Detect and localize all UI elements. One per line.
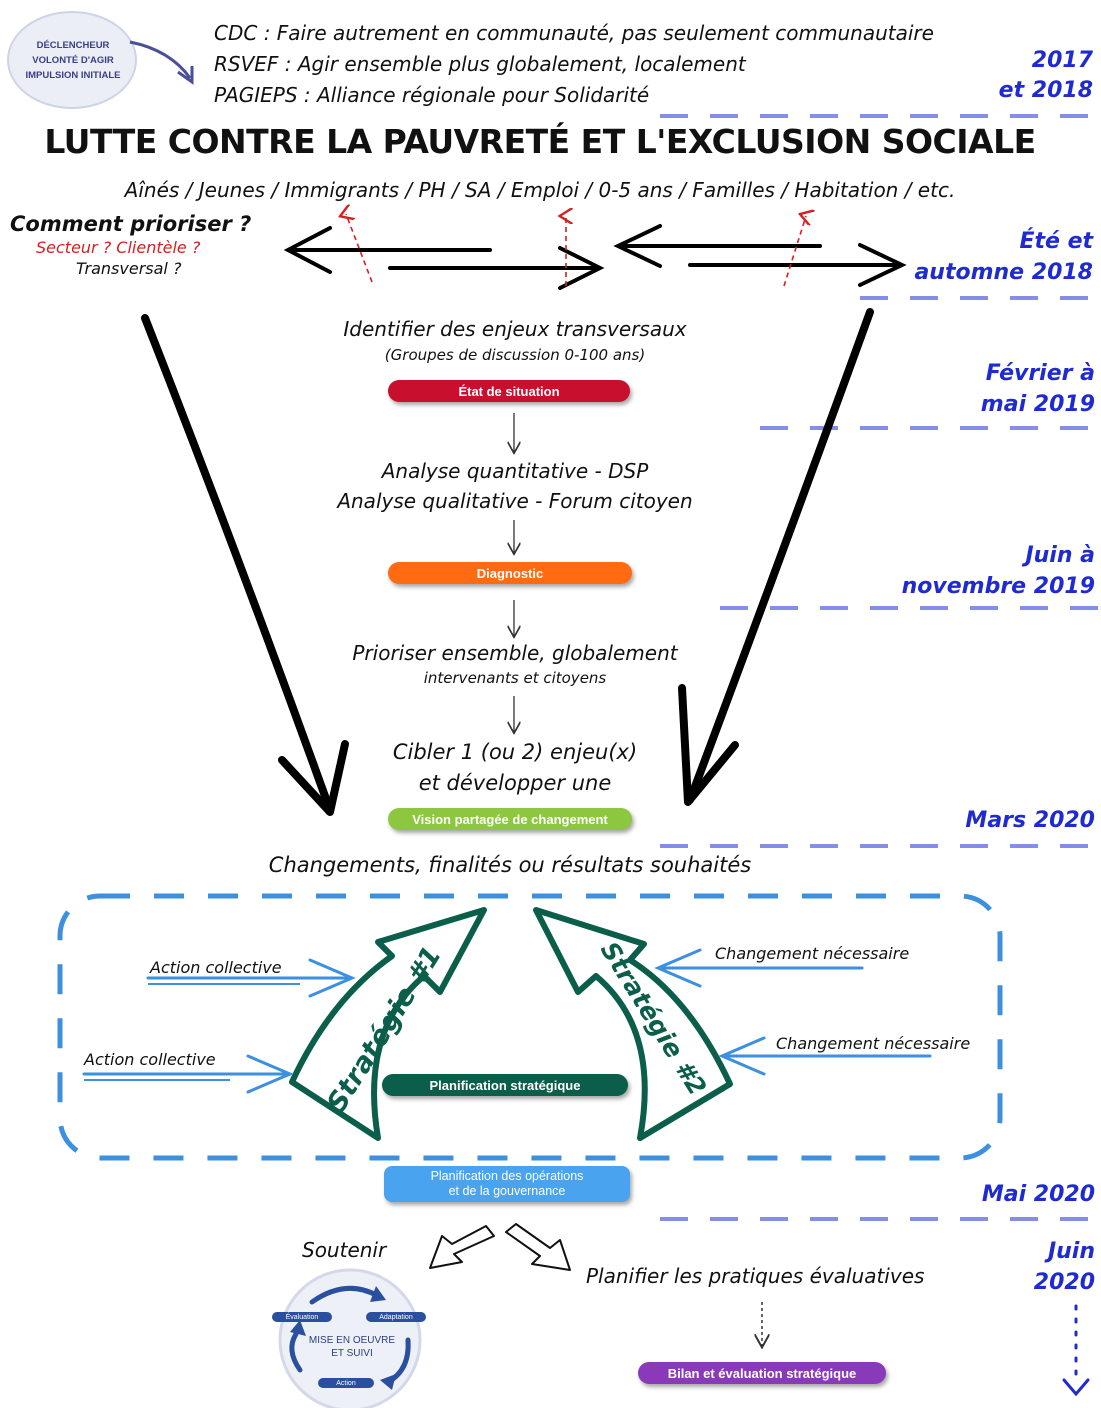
cycle-adaptation-tag: Adaptation: [366, 1312, 426, 1322]
date-juin-a: Juin à: [1025, 543, 1095, 568]
action-collective-1: Action collective: [150, 958, 282, 977]
prioritize-question: Comment prioriser ? Secteur ? Clientèle …: [10, 212, 260, 278]
operations-line-2: et de la gouvernance: [448, 1184, 566, 1198]
changement-necessaire-1: Changement nécessaire: [715, 944, 910, 963]
date-juin: Juin: [1047, 1239, 1095, 1264]
intro-lines: CDC : Faire autrement en communauté, pas…: [214, 18, 934, 111]
strategy-2-shape: [533, 907, 733, 1141]
pill-planification-strategique: Planification stratégique: [382, 1074, 628, 1096]
step-identify-sub: (Groupes de discussion 0-100 ans): [384, 346, 646, 364]
trigger-label: DÉCLENCHEUR VOLONTÉ D'AGIR IMPULSION INI…: [14, 38, 132, 83]
hollow-arrow-right: [505, 1223, 571, 1271]
step-target-2: et développer une: [418, 771, 612, 795]
date-2017-2018: 2017 et 2018: [999, 46, 1093, 106]
date-2017: 2017: [1031, 48, 1093, 73]
date-mai-2020: Mai 2020: [981, 1182, 1095, 1207]
planifier-evaluatives: Planifier les pratiques évaluatives: [586, 1264, 925, 1288]
date-ete-et: Été et: [1019, 229, 1093, 254]
intro-line-pagieps: PAGIEPS : Alliance régionale pour Solida…: [214, 83, 650, 107]
pill-etat-situation: État de situation: [388, 380, 630, 402]
changement-necessaire-2: Changement nécessaire: [776, 1034, 971, 1053]
step-prioritize: Prioriser ensemble, globalement: [352, 641, 678, 665]
pill-operations: Planification des opérations et de la go…: [384, 1166, 630, 1202]
prioritize-transversal: Transversal ?: [76, 259, 182, 278]
trigger-line-3: IMPULSION INITIALE: [25, 70, 121, 81]
sectors-list: Aînés / Jeunes / Immigrants / PH / SA / …: [124, 178, 956, 202]
prioritize-title: Comment prioriser ?: [10, 212, 252, 236]
date-2020: 2020: [1033, 1270, 1095, 1295]
funnel-right-arrow: [686, 308, 874, 804]
pill-bilan: Bilan et évaluation stratégique: [638, 1362, 886, 1384]
main-title: LUTTE CONTRE LA PAUVRETÉ ET L'EXCLUSION …: [44, 122, 1036, 161]
trigger-ellipse: [7, 11, 137, 109]
soutenir-label: Soutenir: [302, 1238, 387, 1262]
step-analysis-qual: Analyse qualitative - Forum citoyen: [337, 489, 693, 513]
changes-desired: Changements, finalités ou résultats souh…: [268, 853, 752, 877]
trigger-line-2: VOLONTÉ D'AGIR: [32, 55, 114, 66]
funnel-left-arrow: [141, 314, 334, 814]
cycle-center-line-1: MISE EN OEUVRE: [308, 1335, 396, 1346]
step-identify: Identifier des enjeux transversaux: [343, 317, 687, 341]
date-mai-2019: mai 2019: [980, 392, 1095, 417]
date-and-2018: et 2018: [998, 78, 1093, 103]
cycle-action-tag: Action: [318, 1378, 374, 1388]
cycle-evaluation-tag: Évaluation: [272, 1312, 332, 1322]
date-mars-2020: Mars 2020: [965, 808, 1095, 833]
hollow-arrow-left: [429, 1225, 495, 1269]
cycle-center-label: MISE EN OEUVRE ET SUIVI: [300, 1334, 404, 1360]
pill-diagnostic: Diagnostic: [388, 562, 632, 584]
action-collective-2: Action collective: [84, 1050, 216, 1069]
step-analysis-quant: Analyse quantitative - DSP: [381, 459, 649, 483]
date-juin-2020: Juin 2020: [1034, 1236, 1095, 1298]
cycle-circle: [278, 1268, 422, 1408]
date-summer-2018: Été et automne 2018: [914, 226, 1093, 288]
intro-line-rsvef: RSVEF : Agir ensemble plus globalement, …: [214, 52, 746, 76]
step-target-1: Cibler 1 (ou 2) enjeu(x): [392, 740, 638, 764]
trigger-line-1: DÉCLENCHEUR: [36, 40, 110, 51]
date-novembre-2019: novembre 2019: [901, 574, 1095, 599]
operations-line-1: Planification des opérations: [430, 1169, 584, 1183]
date-fevrier-a: Février à: [985, 361, 1095, 386]
strategy-1-shape: [289, 907, 487, 1141]
date-june-2019: Juin à novembre 2019: [902, 540, 1095, 602]
intro-line-cdc: CDC : Faire autrement en communauté, pas…: [214, 21, 934, 45]
date-feb-2019: Février à mai 2019: [981, 358, 1095, 420]
cycle-center-line-2: ET SUIVI: [331, 1348, 373, 1359]
strategy-frame: [57, 893, 1003, 1161]
trigger-arrow: [129, 40, 192, 79]
prioritize-sector-client: Secteur ? Clientèle ?: [36, 238, 201, 257]
step-prioritize-sub: intervenants et citoyens: [423, 669, 607, 687]
pill-vision: Vision partagée de changement: [388, 808, 632, 830]
date-automne-2018: automne 2018: [914, 260, 1093, 285]
